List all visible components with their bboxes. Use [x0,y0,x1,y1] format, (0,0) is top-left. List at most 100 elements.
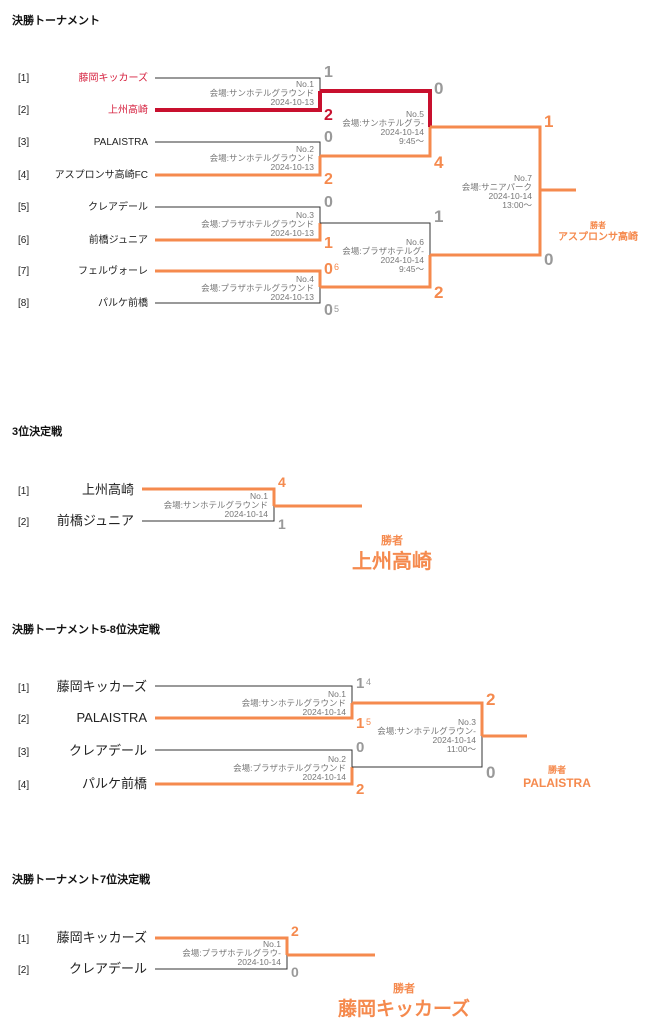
match-time: 11:00～ [447,744,477,754]
match-no: No.7 [514,173,532,183]
winner-name: アスプロンサ高崎 [558,230,638,243]
team-name: クレアデール [69,961,147,976]
seed-8: [8] [18,298,29,309]
match-venue: 会場:プラザホテルグラウンド [233,763,346,773]
match-date: 2024-10-14 [381,127,425,137]
match-no: No.1 [328,689,346,699]
score: 2 [486,690,495,709]
match-date: 2024-10-13 [271,292,315,302]
seed-5: [5] [18,202,29,213]
team-name: パルケ前橋 [98,296,148,309]
team-name: 藤岡キッカーズ [79,71,149,84]
team-name: 前橋ジュニア [89,233,148,246]
score: 0 [324,194,333,211]
score: 2 [324,171,333,188]
winner-label: 勝者 [381,533,403,547]
match-no: No.6 [406,237,424,247]
score: 1 [324,235,333,252]
section-title-fifth: 決勝トーナメント5-8位決定戦 [12,624,160,636]
seed-2: [2] [18,965,29,976]
seed-1: [1] [18,486,29,497]
score: 2 [324,107,333,124]
match-no: No.1 [263,939,281,949]
seventh-place-bracket: [1] [2] 藤岡キッカーズ クレアデール No.1 会場:プラザホテルグラウ… [18,923,470,1020]
pk-score: 6 [334,262,339,272]
score: 1 [434,207,443,226]
match-venue: 会場:サンホテルグラウンド [210,153,314,163]
team-name: PALAISTRA [94,137,149,148]
match-no: No.2 [296,144,314,154]
seed-4: [4] [18,780,29,791]
score: 0 [434,79,443,98]
winner-name: PALAISTRA [523,776,591,790]
match-venue: 会場:プラザホテルグラウ- [182,948,281,958]
section-title-seventh: 決勝トーナメント7位決定戦 [12,874,151,886]
team-name: 藤岡キッカーズ [57,679,147,694]
seed-2: [2] [18,517,29,528]
seed-4: [4] [18,170,29,181]
winner-label: 勝者 [590,220,606,230]
main-bracket: [1] [2] [3] [4] [5] [6] [7] [8] 藤岡キッカーズ … [18,64,638,319]
match-date: 2024-10-14 [303,772,347,782]
score: 0 [324,302,333,319]
seed-6: [6] [18,235,29,246]
score: 0 [324,129,333,146]
match-venue: 会場:プラザホテルグ- [342,246,424,256]
score: 1 [278,516,286,532]
team-name: フェルヴォーレ [78,264,148,277]
section-title-third: 3位決定戦 [12,426,63,438]
winner-label: 勝者 [393,981,415,995]
match-no: No.1 [250,491,268,501]
match-no: No.1 [296,79,314,89]
winner-label: 勝者 [548,764,566,775]
team-name: 藤岡キッカーズ [57,930,147,945]
match-venue: 会場:サンホテルグラウンド [242,698,346,708]
pk-score: 5 [366,717,371,727]
match-time: 9:45～ [399,136,425,146]
seed-7: [7] [18,266,29,277]
team-name: 上州高崎 [108,103,148,116]
team-name: 上州高崎 [82,482,134,497]
match-date: 2024-10-14 [381,255,425,265]
match-venue: 会場:サンホテルグラウン- [377,726,476,736]
match-no: No.3 [458,717,476,727]
match-date: 2024-10-14 [225,509,269,519]
pk-score: 5 [334,304,339,314]
match-date: 2024-10-14 [303,707,347,717]
team-name: クレアデール [69,743,147,758]
match-no: No.5 [406,109,424,119]
match-no: No.3 [296,210,314,220]
winner-name: 上州高崎 [352,549,432,573]
match-venue: 会場:サンホテルグラウンド [164,500,268,510]
seed-2: [2] [18,105,29,116]
team-name: PALAISTRA [76,710,147,725]
match-no: No.4 [296,274,314,284]
team-name: クレアデール [88,200,148,213]
score: 0 [324,261,333,278]
score: 0 [486,763,495,782]
match-venue: 会場:プラザホテルグラウンド [201,283,314,293]
match-venue: 会場:サニアパーク [462,182,532,192]
score: 0 [356,739,364,756]
seed-3: [3] [18,747,29,758]
fifth-place-bracket: [1] [2] [3] [4] 藤岡キッカーズ PALAISTRA クレアデール… [18,675,591,798]
team-name: アスプロンサ高崎FC [55,168,148,181]
match-date: 2024-10-14 [433,735,477,745]
match-date: 2024-10-13 [271,97,315,107]
team-name: パルケ前橋 [82,776,147,791]
third-place-bracket: [1] [2] 上州高崎 前橋ジュニア No.1 会場:サンホテルグラウンド 2… [18,474,432,573]
seed-3: [3] [18,137,29,148]
match-venue: 会場:プラザホテルグラウンド [201,219,314,229]
seed-1: [1] [18,73,29,84]
score: 1 [544,112,553,131]
match-time: 13:00～ [502,200,532,210]
score: 4 [278,474,286,490]
seed-1: [1] [18,934,29,945]
team-name: 前橋ジュニア [57,513,134,528]
score: 2 [434,283,443,302]
match-time: 9:45～ [399,264,425,274]
match-no: No.2 [328,754,346,764]
winner-name: 藤岡キッカーズ [338,997,470,1020]
seed-1: [1] [18,683,29,694]
